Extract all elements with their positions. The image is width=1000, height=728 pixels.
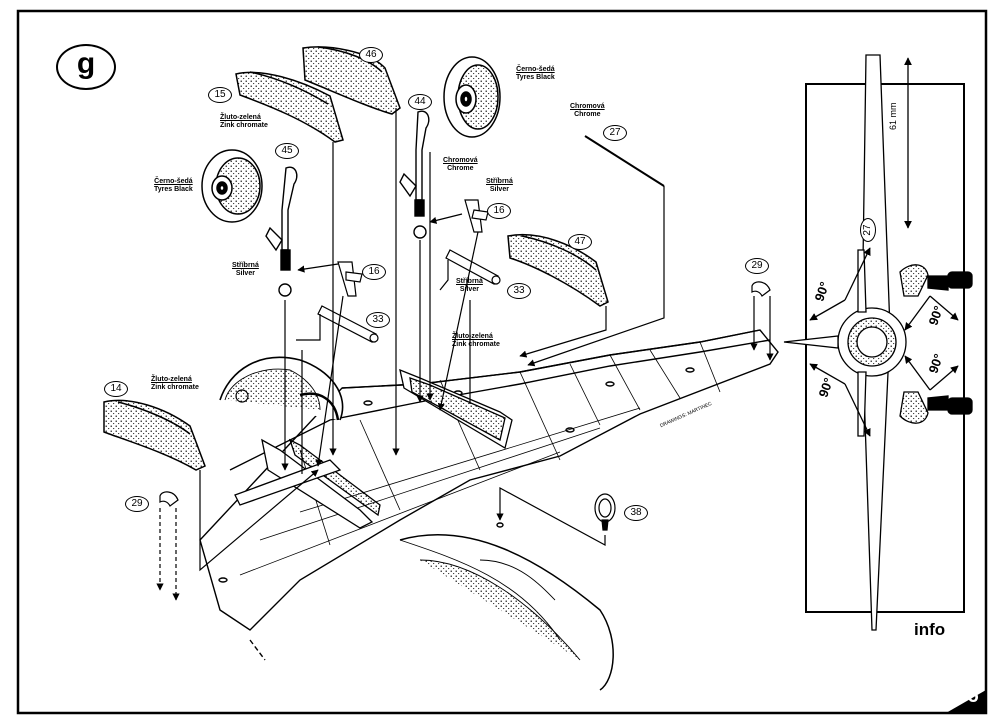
paint-label-zinc-chromate: Žluto-zelená Zink chromate [452,333,500,348]
part-number-14: 14 [104,381,128,397]
part-number-44: 44 [408,94,432,110]
landing-gear-doors [103,46,609,471]
aerial-rod [584,135,665,187]
part-number-16: 16 [487,203,511,219]
part-number-29: 29 [745,258,769,274]
gear-struts [265,110,430,297]
wheel-bays [234,368,513,529]
dimension-label: 61 mm [888,102,898,130]
paint-label-silver: Stříbrná Silver [232,262,259,277]
part-number-38: 38 [624,505,648,521]
assembly-leader-lines [156,108,774,601]
part-number-15: 15 [208,87,232,103]
paint-label-chrome: Chromová Chrome [443,157,478,172]
page-number-tab [946,690,986,713]
part-number-33: 33 [507,283,531,299]
paint-label-tyres: Černo-šedá Tyres Black [154,178,193,193]
paint-label-zinc-chromate: Žluto-zelená Zink chromate [220,114,268,129]
step-indicator: g [56,44,116,90]
part-number-46: 46 [359,47,383,63]
page-number: 5 [968,686,979,707]
info-label: info [914,620,946,639]
main-wheels [201,56,501,223]
front-view-drawing [783,54,973,631]
part-number-27: 27 [603,125,627,141]
info-box [805,83,965,613]
page-frame [16,9,988,715]
part-number-47: 47 [568,234,592,250]
paint-label-zinc-chromate: Žluto-zelená Zink chromate [151,376,199,391]
part-number-45: 45 [275,143,299,159]
paint-label-silver: Stříbrná Silver [486,178,513,193]
part-number-16: 16 [362,264,386,280]
part-number-27: 27 [860,218,876,242]
paint-label-tyres: Černo-šedá Tyres Black [516,66,555,81]
part-number-29: 29 [125,496,149,512]
paint-label-chrome: Chromová Chrome [570,103,605,118]
wing-assembly [199,329,779,691]
paint-label-silver: Stříbrná Silver [456,278,483,293]
part-number-33: 33 [366,312,390,328]
